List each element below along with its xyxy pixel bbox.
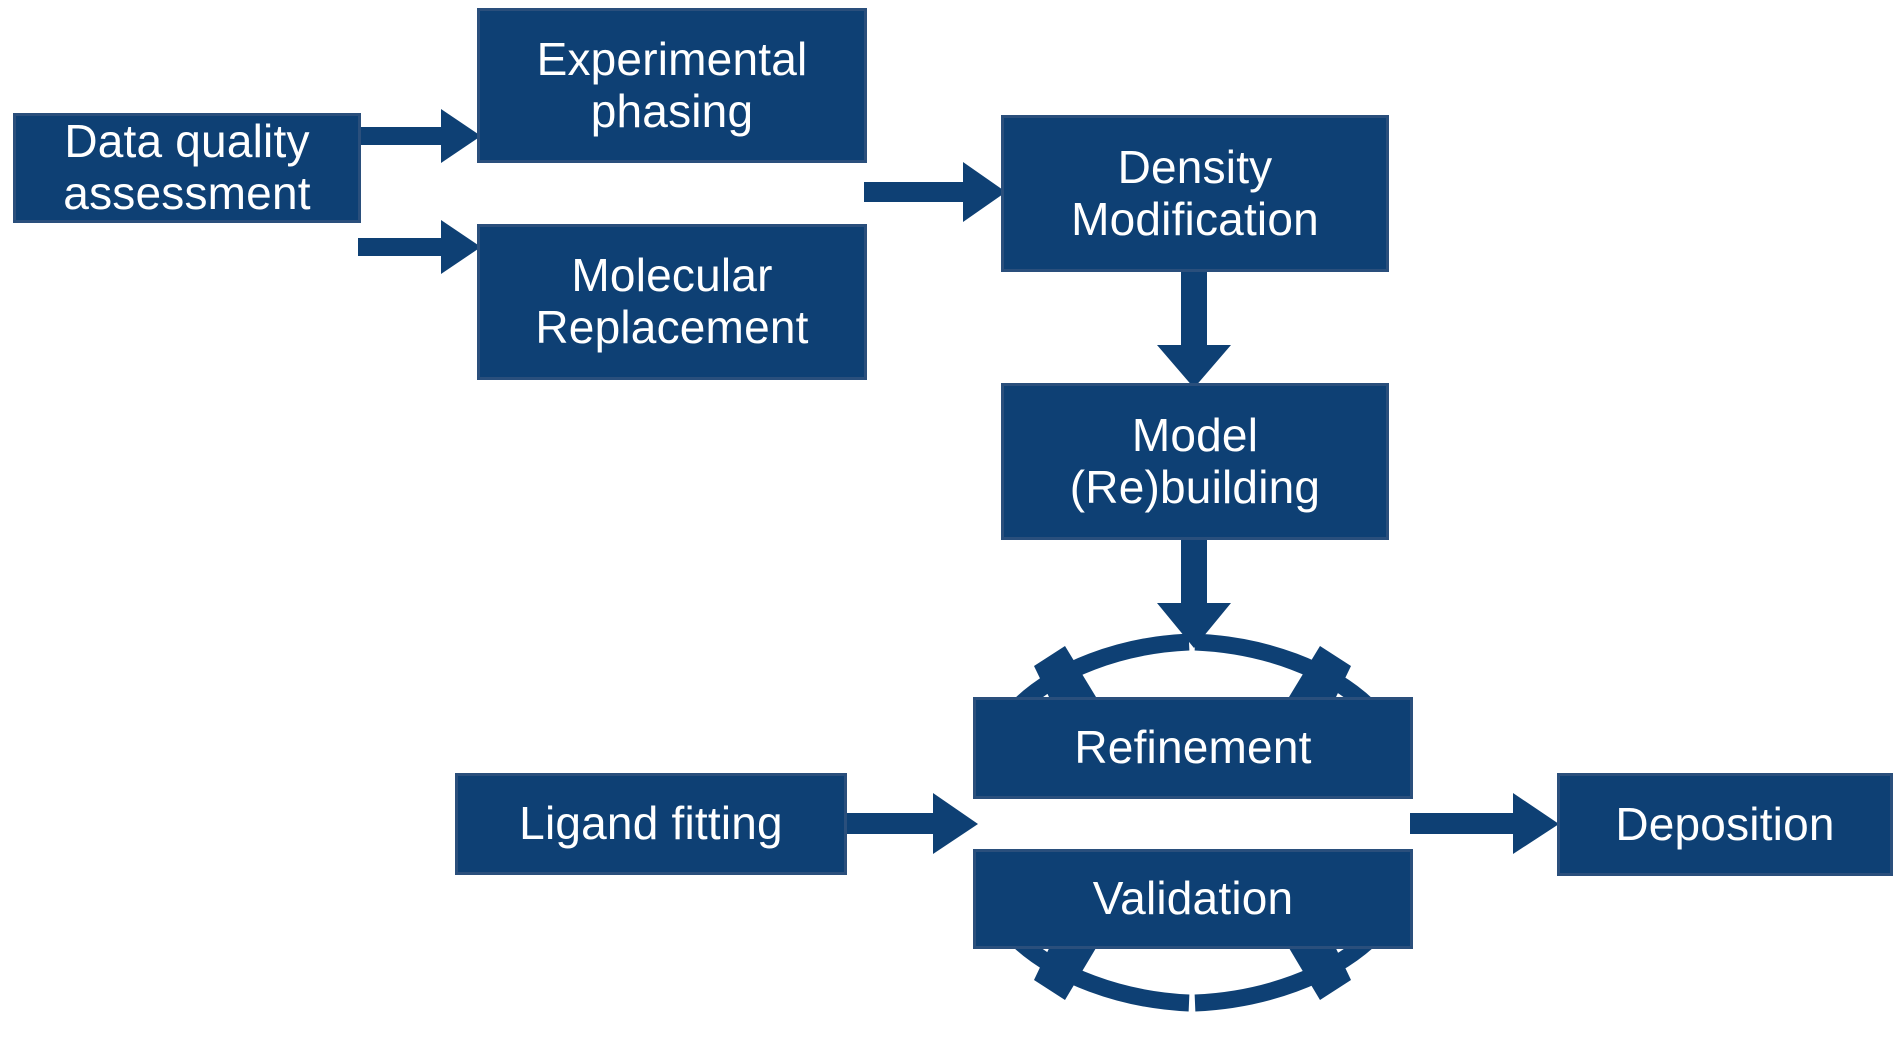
- node-molecular-replacement[interactable]: Molecular Replacement: [477, 224, 867, 380]
- arrow-model-rebuilding-to-cycle: [1157, 535, 1231, 648]
- node-density-modification[interactable]: Density Modification: [1001, 115, 1389, 272]
- arrow-data-quality-to-experimental-phasing: [358, 109, 481, 163]
- node-experimental-phasing[interactable]: Experimental phasing: [477, 8, 867, 163]
- node-data-quality-assessment[interactable]: Data quality assessment: [13, 113, 361, 223]
- arrow-ligand-fitting-to-refinement: [846, 793, 978, 854]
- node-deposition[interactable]: Deposition: [1557, 773, 1893, 876]
- node-validation[interactable]: Validation: [973, 849, 1413, 949]
- arrow-cycle-to-deposition: [1410, 793, 1559, 854]
- node-refinement[interactable]: Refinement: [973, 697, 1413, 799]
- node-model-rebuilding[interactable]: Model (Re)building: [1001, 383, 1389, 540]
- arrow-density-modification-to-model-rebuilding: [1157, 268, 1231, 388]
- arrow-data-quality-to-molecular-replacement: [358, 220, 481, 274]
- arrow-phasing-to-density-modification: [864, 162, 1006, 222]
- node-ligand-fitting[interactable]: Ligand fitting: [455, 773, 847, 875]
